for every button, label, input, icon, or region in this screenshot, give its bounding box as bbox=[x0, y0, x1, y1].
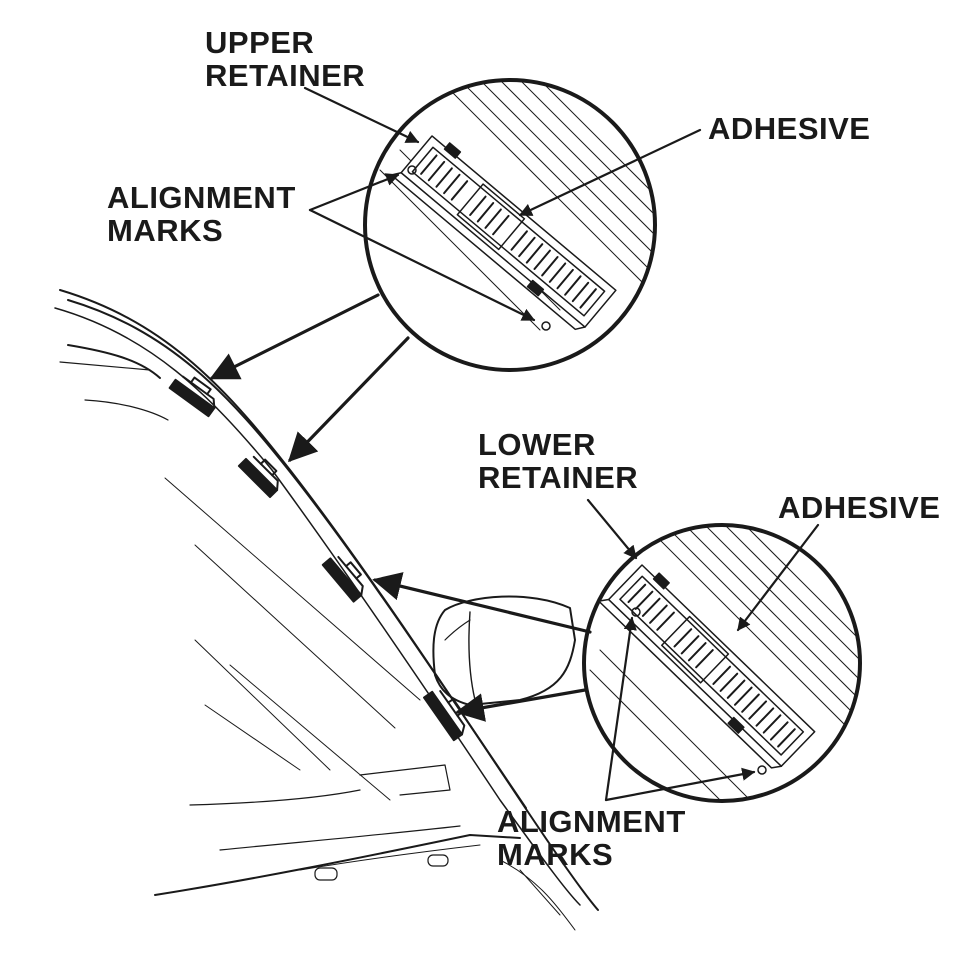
upper-retainer-line2: RETAINER bbox=[205, 58, 366, 93]
lower-retainer-line1: LOWER bbox=[478, 427, 596, 462]
upper-retainer-line1: UPPER bbox=[205, 25, 315, 60]
upper-retainer-label: UPPER RETAINER bbox=[205, 26, 365, 92]
upper-alignment-marks-line2: MARKS bbox=[107, 213, 224, 248]
upper-alignment-marks-line1: ALIGNMENT bbox=[107, 180, 296, 215]
lower-retainer-label: LOWER RETAINER bbox=[478, 428, 638, 494]
callout-arrows bbox=[209, 293, 592, 722]
leader-lines bbox=[303, 86, 820, 802]
upper-detail-view bbox=[363, 78, 657, 372]
upper-adhesive-label: ADHESIVE bbox=[708, 111, 871, 146]
lower-adhesive-label: ADHESIVE bbox=[778, 490, 941, 525]
lower-retainer-line2: RETAINER bbox=[478, 460, 639, 495]
pillar-retainers bbox=[168, 375, 466, 742]
lower-detail-view bbox=[582, 523, 862, 803]
upper-alignment-marks-label: ALIGNMENT MARKS bbox=[107, 181, 296, 247]
lower-alignment-marks-line2: MARKS bbox=[497, 837, 614, 872]
lower-alignment-marks-label: ALIGNMENT MARKS bbox=[497, 805, 686, 871]
lower-alignment-marks-line1: ALIGNMENT bbox=[497, 804, 686, 839]
rearview-mirror bbox=[432, 595, 576, 706]
